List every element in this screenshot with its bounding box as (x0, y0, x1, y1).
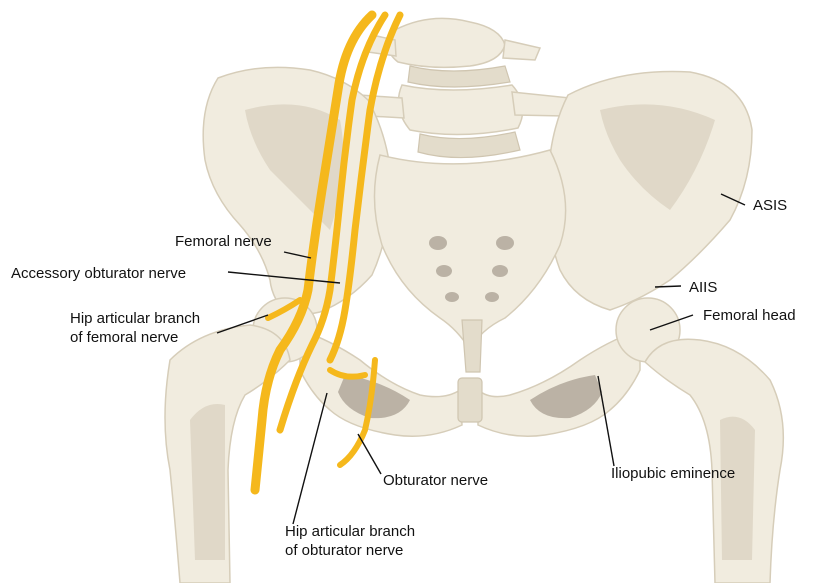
sacrum (374, 150, 565, 372)
obturator-nerve-label: Obturator nerve (383, 471, 488, 490)
femoral-nerve-label: Femoral nerve (175, 232, 272, 251)
hip-articular-femoral-label: Hip articular branch of femoral nerve (70, 309, 200, 347)
hip-articular-obturator-label: Hip articular branch of obturator nerve (285, 522, 415, 560)
right-ilium (203, 67, 392, 318)
hip-articular-femoral-line-2: of femoral nerve (70, 328, 200, 347)
left-ilium (548, 71, 753, 310)
iliopubic-eminence-label: Iliopubic eminence (611, 464, 735, 483)
hip-articular-obturator-line-1: Hip articular branch (285, 522, 415, 541)
asis-label: ASIS (753, 196, 787, 215)
aiis-label: AIIS (689, 278, 717, 297)
accessory-obturator-nerve-label: Accessory obturator nerve (11, 264, 186, 283)
left-femur (616, 298, 783, 583)
femoral-head-label: Femoral head (703, 306, 796, 325)
hip-articular-obturator-line-2: of obturator nerve (285, 541, 415, 560)
lumbar-vertebrae (352, 18, 570, 157)
hip-articular-femoral-line-1: Hip articular branch (70, 309, 200, 328)
